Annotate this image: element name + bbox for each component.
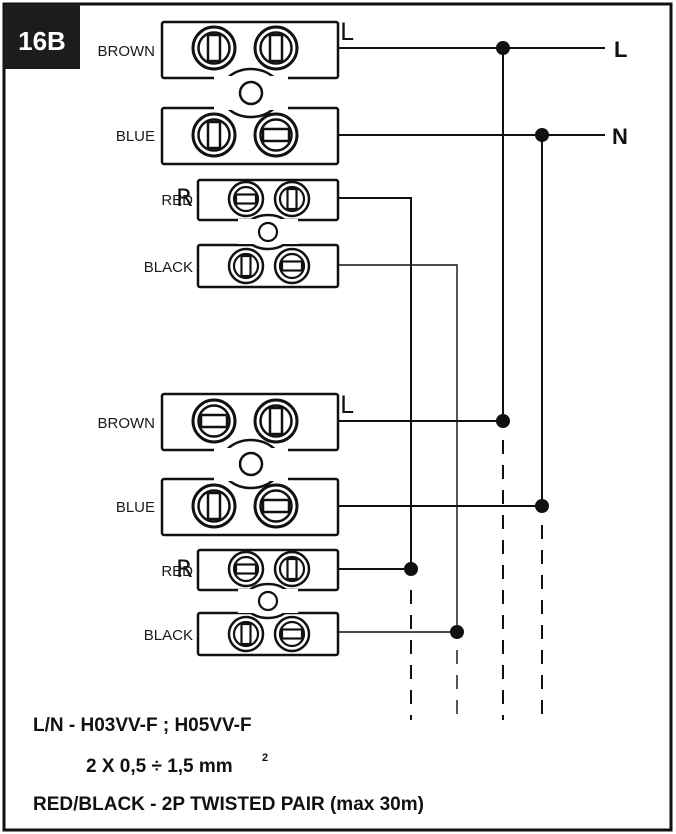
blue-label: BLUE <box>116 128 155 145</box>
blue-label: BLUE <box>116 499 155 516</box>
spec-line-3: RED/BLACK - 2P TWISTED PAIR (max 30m) <box>33 794 424 815</box>
black-label: BLACK <box>144 259 193 276</box>
black-label: BLACK <box>144 627 193 644</box>
cable-specs: L/N - H03VV-F ; H05VV-F 2 X 0,5 ÷ 1,5 mm… <box>33 715 424 815</box>
black-wire <box>338 264 458 632</box>
junction-dot <box>496 414 510 428</box>
red-label: RED <box>161 192 193 209</box>
junction-dot <box>535 128 549 142</box>
l-terminal-letter: L <box>340 391 354 419</box>
junction-dot <box>496 41 510 55</box>
terminal-block-1: BROWN L BLUE RED R BLACK <box>98 18 354 289</box>
spec-line-2: 2 X 0,5 ÷ 1,5 mm <box>86 756 233 777</box>
junction-dot <box>535 499 549 513</box>
r-terminal-letter: R <box>176 555 193 583</box>
red-wire <box>338 197 412 570</box>
l-terminal-letter: L <box>340 18 354 46</box>
n-line-label: N <box>612 124 628 149</box>
l-line-label: L <box>614 37 627 62</box>
terminal-block-2: BROWN L BLUE RED R BLACK <box>98 391 354 657</box>
spec-line-1: L/N - H03VV-F ; H05VV-F <box>33 715 252 736</box>
junctions <box>404 41 549 639</box>
spec-line-2-superscript: 2 <box>262 752 268 764</box>
brown-label: BROWN <box>98 43 156 60</box>
red-label: RED <box>161 563 193 580</box>
figure-badge: 16B <box>4 4 80 69</box>
wires <box>338 47 605 720</box>
brown-label: BROWN <box>98 415 156 432</box>
junction-dot <box>450 625 464 639</box>
r-terminal-letter: R <box>176 184 193 212</box>
junction-dot <box>404 562 418 576</box>
figure-badge-label: 16B <box>18 26 66 56</box>
